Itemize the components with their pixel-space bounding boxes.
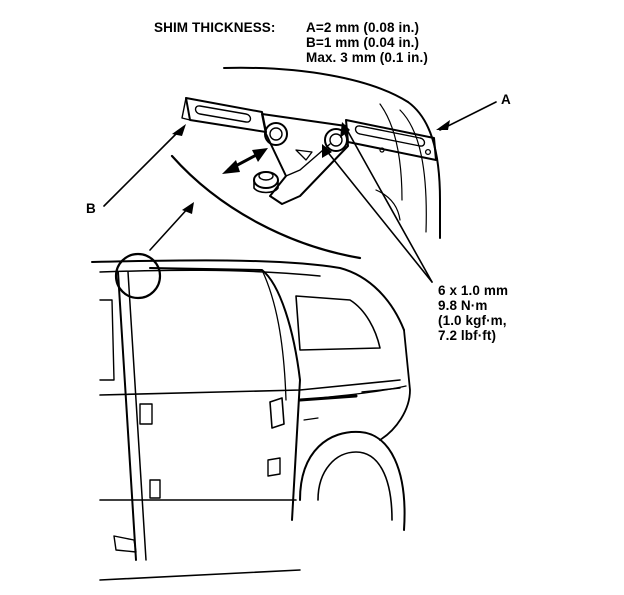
- bolt-left: [264, 122, 288, 146]
- roller: [253, 171, 279, 194]
- bolt-torque-spec: 6 x 1.0 mm 9.8 N·m (1.0 kgf·m, 7.2 lbf·f…: [438, 283, 508, 343]
- callout-b-label: B: [86, 201, 96, 216]
- bolt-size: 6 x 1.0 mm: [438, 283, 509, 298]
- callout-a-label: A: [501, 92, 511, 107]
- shim-b: [181, 97, 267, 133]
- shim-thickness-values: A=2 mm (0.08 in.) B=1 mm (0.04 in.) Max.…: [306, 20, 428, 65]
- detail-location-circle: [114, 252, 162, 300]
- body-panel-detail: [223, 66, 441, 239]
- detail-boundary-arc: [170, 154, 362, 260]
- torque-nm: 9.8 N·m: [438, 298, 488, 313]
- adjust-direction-arrow: [222, 148, 268, 174]
- shim-max-thickness: Max. 3 mm (0.1 in.): [306, 50, 428, 65]
- shim-thickness-title: SHIM THICKNESS:: [154, 20, 276, 35]
- vehicle-side-view: [91, 259, 411, 581]
- leader-arrowheads: [172, 120, 450, 214]
- bolt-right: [324, 128, 348, 152]
- shim-b-thickness: B=1 mm (0.04 in.): [306, 35, 420, 50]
- torque-kgfm: (1.0 kgf·m,: [438, 313, 507, 328]
- leader-lines: [103, 101, 497, 283]
- torque-lbfft: 7.2 lbf·ft): [438, 328, 497, 343]
- shim-a-thickness: A=2 mm (0.08 in.): [306, 20, 420, 35]
